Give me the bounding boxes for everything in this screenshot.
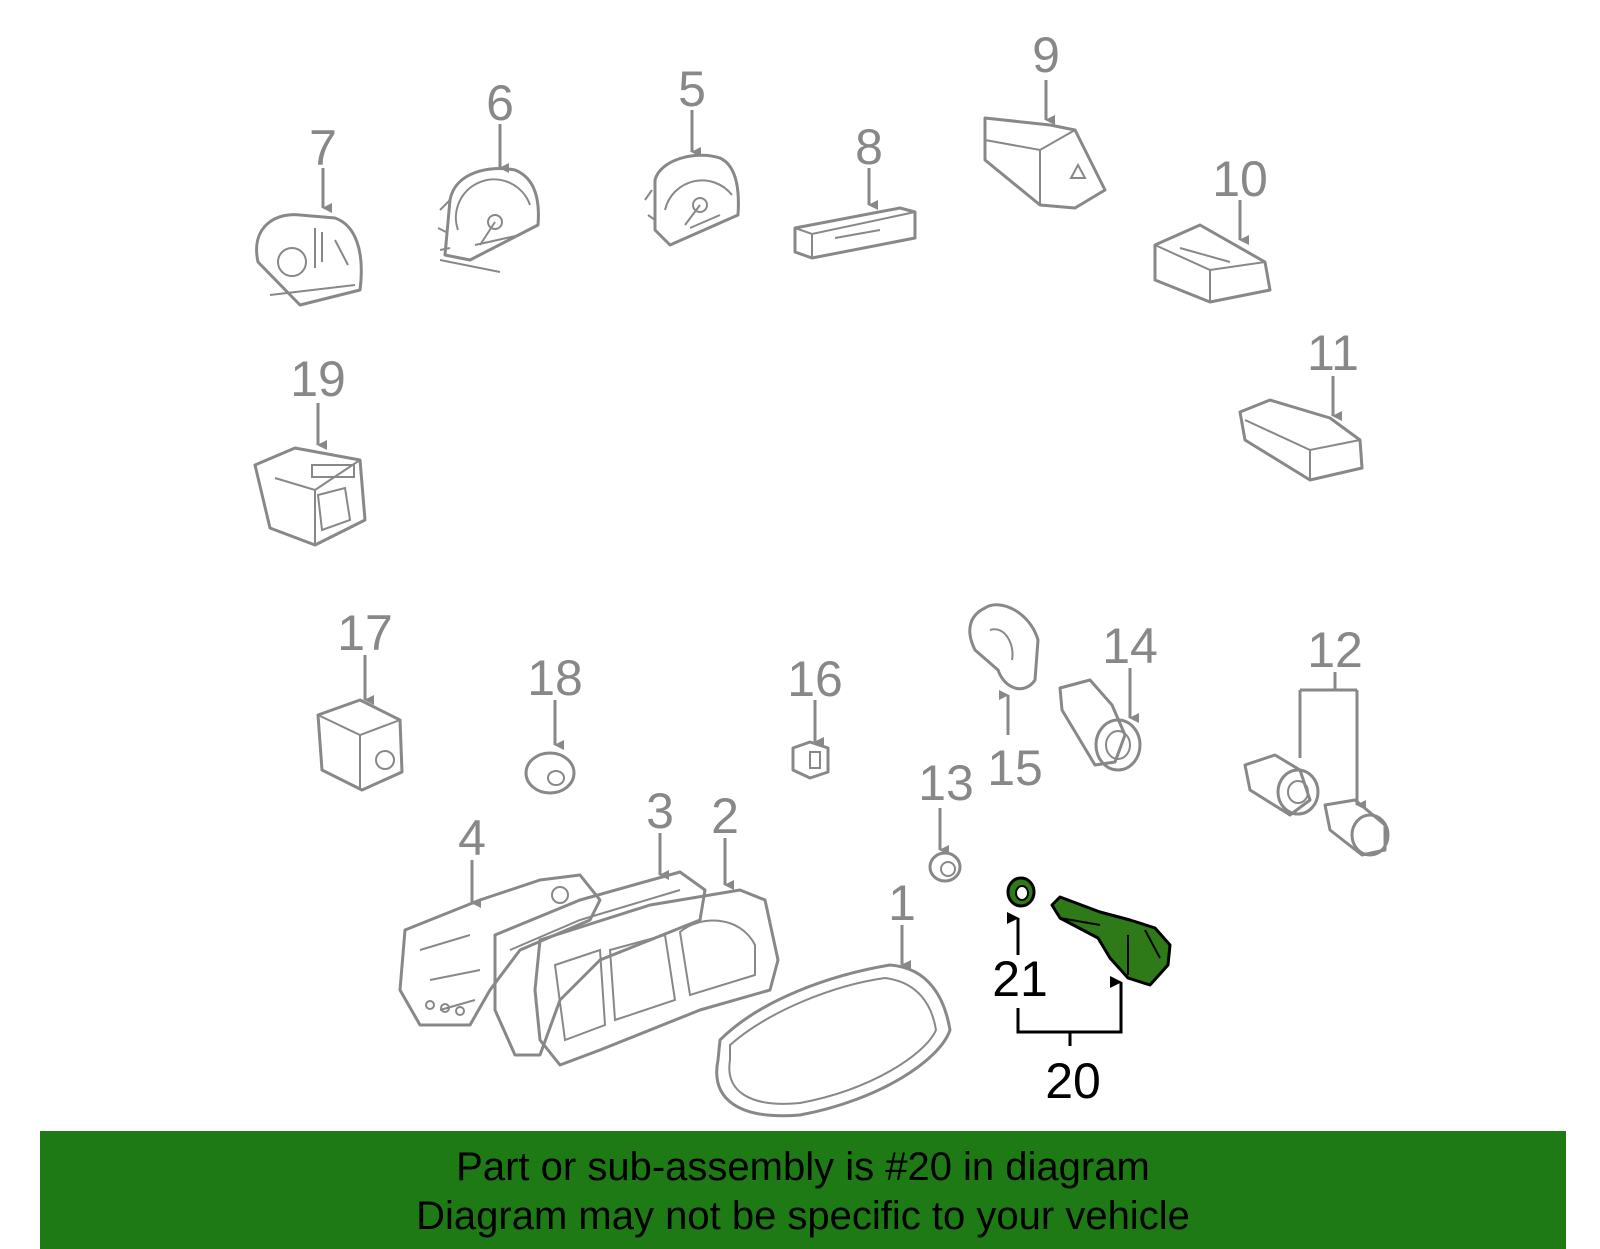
callout-19[interactable]: 19 (290, 351, 346, 407)
part-11-switch[interactable] (1238, 398, 1364, 482)
callout-13[interactable]: 13 (918, 755, 974, 811)
part-10-ac-switch[interactable] (1153, 223, 1272, 304)
callout-1[interactable]: 1 (888, 875, 916, 931)
part-19-mirror-switch[interactable] (253, 446, 367, 547)
callout-12[interactable]: 12 (1307, 622, 1363, 678)
part-5-tachometer[interactable] (644, 153, 740, 247)
part-4-circuit-board[interactable] (398, 873, 602, 1027)
part-15-bracket[interactable] (968, 603, 1040, 691)
part-2-cluster-housing[interactable] (533, 888, 780, 1067)
callout-17[interactable]: 17 (337, 605, 393, 661)
part-8-switch-panel[interactable] (793, 206, 917, 260)
part-1-lens[interactable] (715, 963, 952, 1118)
part-7-gauge[interactable] (255, 213, 363, 307)
part-6-speedometer[interactable] (437, 167, 540, 273)
callout-16[interactable]: 16 (787, 651, 843, 707)
callout-3[interactable]: 3 (646, 783, 674, 839)
part-14-socket[interactable] (1058, 678, 1142, 772)
banner-line-1: Part or sub-assembly is #20 in diagram (456, 1145, 1150, 1189)
callout-11[interactable]: 11 (1307, 325, 1359, 381)
part-9-hazard-switch[interactable] (983, 116, 1107, 210)
parts-diagram: 7 6 5 8 9 10 (253, 27, 1390, 1118)
banner-line-2: Diagram may not be specific to your vehi… (416, 1194, 1190, 1238)
part-16-clip[interactable] (791, 740, 830, 780)
part-20-speed-sensor[interactable] (1050, 895, 1172, 987)
callout-10[interactable]: 10 (1212, 151, 1268, 207)
part-17-dimmer[interactable] (316, 698, 404, 792)
callout-15[interactable]: 15 (987, 740, 1043, 796)
callout-18[interactable]: 18 (527, 650, 583, 706)
callout-14[interactable]: 14 (1102, 618, 1158, 674)
callout-8[interactable]: 8 (855, 119, 883, 175)
part-21-o-ring[interactable] (1006, 876, 1036, 908)
leader-12 (1298, 688, 1357, 805)
callout-4[interactable]: 4 (458, 810, 486, 866)
callout-2[interactable]: 2 (711, 788, 739, 844)
callout-6[interactable]: 6 (486, 75, 514, 131)
info-banner: Part or sub-assembly is #20 in diagram D… (40, 1131, 1566, 1249)
callout-7[interactable]: 7 (309, 120, 337, 176)
part-18-cap[interactable] (524, 751, 576, 795)
callout-5[interactable]: 5 (678, 61, 706, 117)
callout-21[interactable]: 21 (992, 951, 1048, 1007)
part-12-sockets[interactable] (1243, 753, 1390, 857)
callout-9[interactable]: 9 (1032, 27, 1060, 83)
part-13-grommet[interactable] (928, 851, 962, 883)
callout-20[interactable]: 20 (1045, 1053, 1101, 1109)
